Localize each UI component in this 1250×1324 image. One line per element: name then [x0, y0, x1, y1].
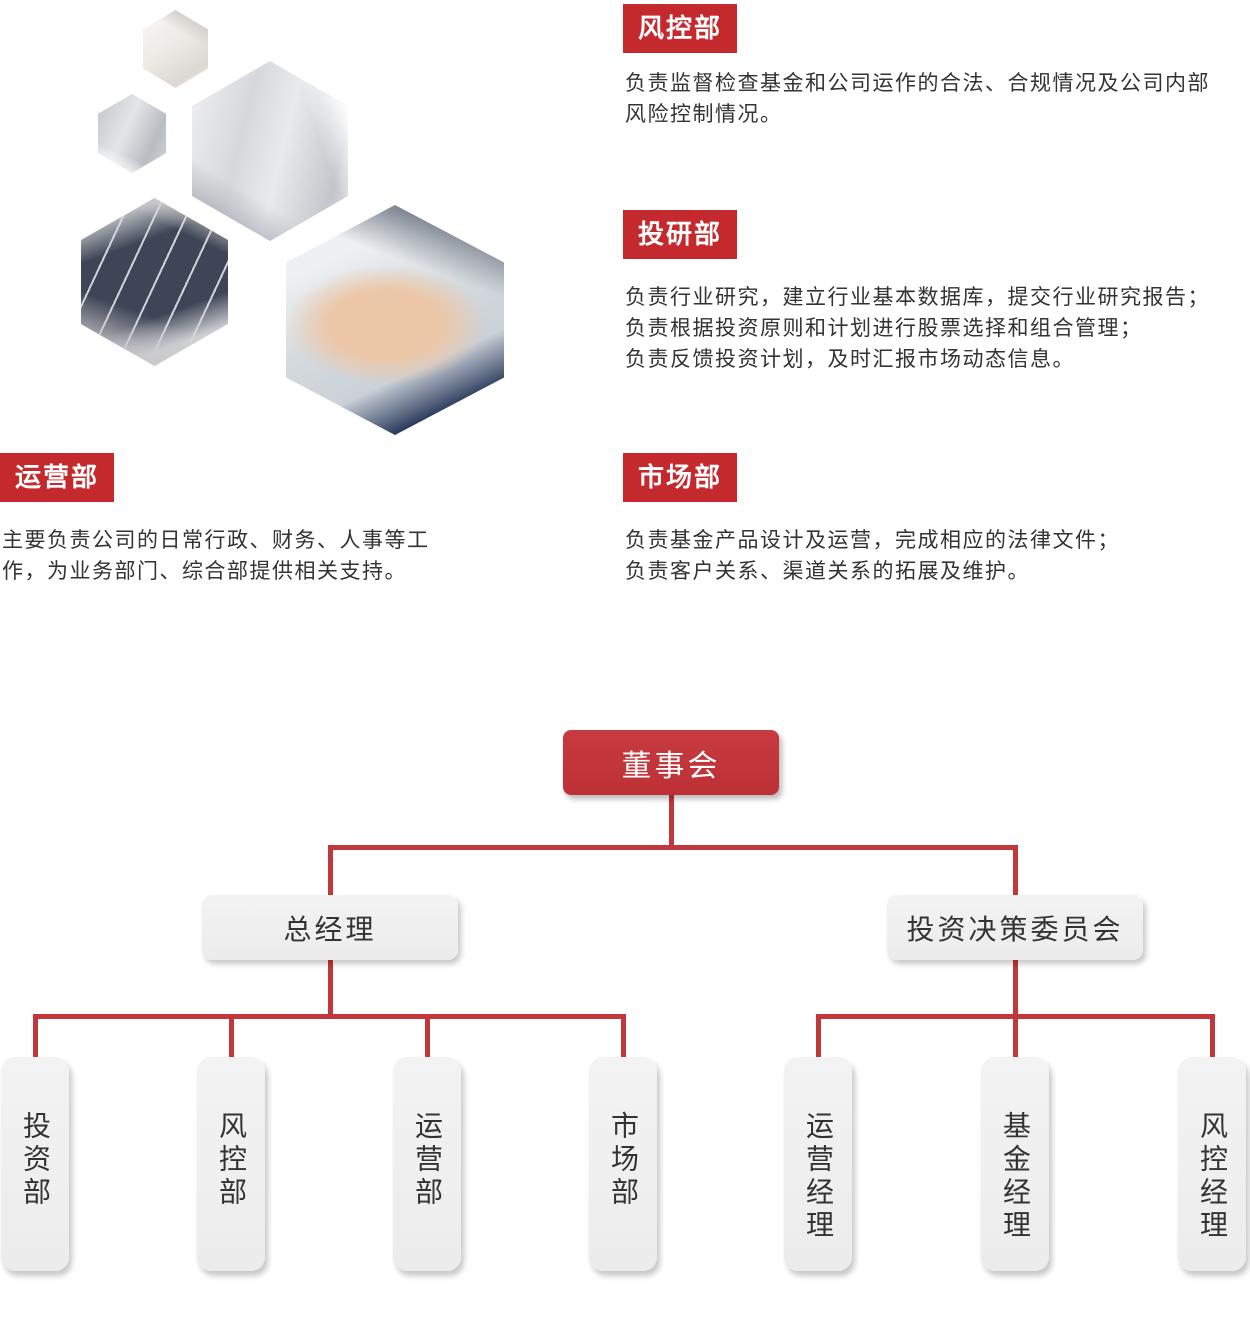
hex-photo-pinstripe-icon — [81, 198, 228, 366]
org-connector-leg-yunyingbu — [424, 1014, 430, 1057]
org-connector-leg-fengkong-jingli — [1209, 1014, 1215, 1057]
org-connector-l1-leg-gm — [327, 845, 333, 895]
org-node-label: 运营经理 — [803, 1111, 834, 1243]
org-node-label: 运营部 — [412, 1111, 443, 1210]
org-node-investment-committee: 投资决策委员会 — [887, 895, 1143, 960]
org-node-investment-dept: 投资部 — [1, 1057, 69, 1271]
hex-photo-suit-small-icon — [98, 94, 166, 173]
hex-photo-hands-icon — [286, 205, 504, 435]
org-connector-leg-touzibu — [32, 1014, 38, 1057]
org-connector-committee-horizontal — [815, 1014, 1215, 1019]
org-node-label: 市场部 — [608, 1111, 639, 1210]
org-node-board: 董事会 — [563, 730, 779, 795]
org-connector-leg-shichangbu — [620, 1014, 626, 1057]
org-connector-l1-horizontal — [327, 845, 1018, 850]
org-connector-leg-yunying-jingli — [815, 1014, 821, 1057]
org-node-label: 投资部 — [20, 1111, 51, 1210]
dept-badge-yunying: 运营部 — [0, 453, 115, 503]
org-connector-l1-leg-committee — [1012, 845, 1018, 895]
hex-photo-suit-large-icon — [192, 61, 348, 241]
org-node-operations-dept: 运营部 — [393, 1057, 461, 1271]
dept-badge-touyan: 投研部 — [623, 210, 738, 260]
hex-photo-shirt-icon — [143, 10, 208, 88]
dept-desc-fengkong: 负责监督检查基金和公司运作的合法、合规情况及公司内部 风险控制情况。 — [625, 72, 1210, 126]
org-node-marketing-dept: 市场部 — [589, 1057, 657, 1271]
org-connector-gm-stub — [327, 960, 333, 1019]
org-node-label: 基金经理 — [1000, 1111, 1031, 1243]
org-connector-committee-stub — [1012, 960, 1018, 1057]
dept-desc-yunying: 主要负责公司的日常行政、财务、人事等工 作，为业务部门、综合部提供相关支持。 — [2, 529, 430, 583]
org-node-general-manager: 总经理 — [202, 895, 458, 960]
org-node-risk-dept: 风控部 — [197, 1057, 265, 1271]
dept-badge-shichang: 市场部 — [623, 453, 738, 503]
org-node-fund-manager: 基金经理 — [981, 1057, 1049, 1271]
org-node-operations-manager: 运营经理 — [784, 1057, 852, 1271]
org-connector-root-stub — [668, 795, 674, 850]
dept-desc-shichang: 负责基金产品设计及运营，完成相应的法律文件； 负责客户关系、渠道关系的拓展及维护… — [625, 529, 1120, 583]
org-connector-leg-fengkongbu — [228, 1014, 234, 1057]
org-node-label: 风控经理 — [1197, 1111, 1228, 1243]
org-node-risk-manager: 风控经理 — [1178, 1057, 1246, 1271]
dept-desc-touyan: 负责行业研究，建立行业基本数据库，提交行业研究报告； 负责根据投资原则和计划进行… — [625, 286, 1210, 371]
org-connector-gm-horizontal — [32, 1014, 626, 1019]
org-node-label: 风控部 — [216, 1111, 247, 1210]
dept-badge-fengkong: 风控部 — [623, 4, 738, 54]
